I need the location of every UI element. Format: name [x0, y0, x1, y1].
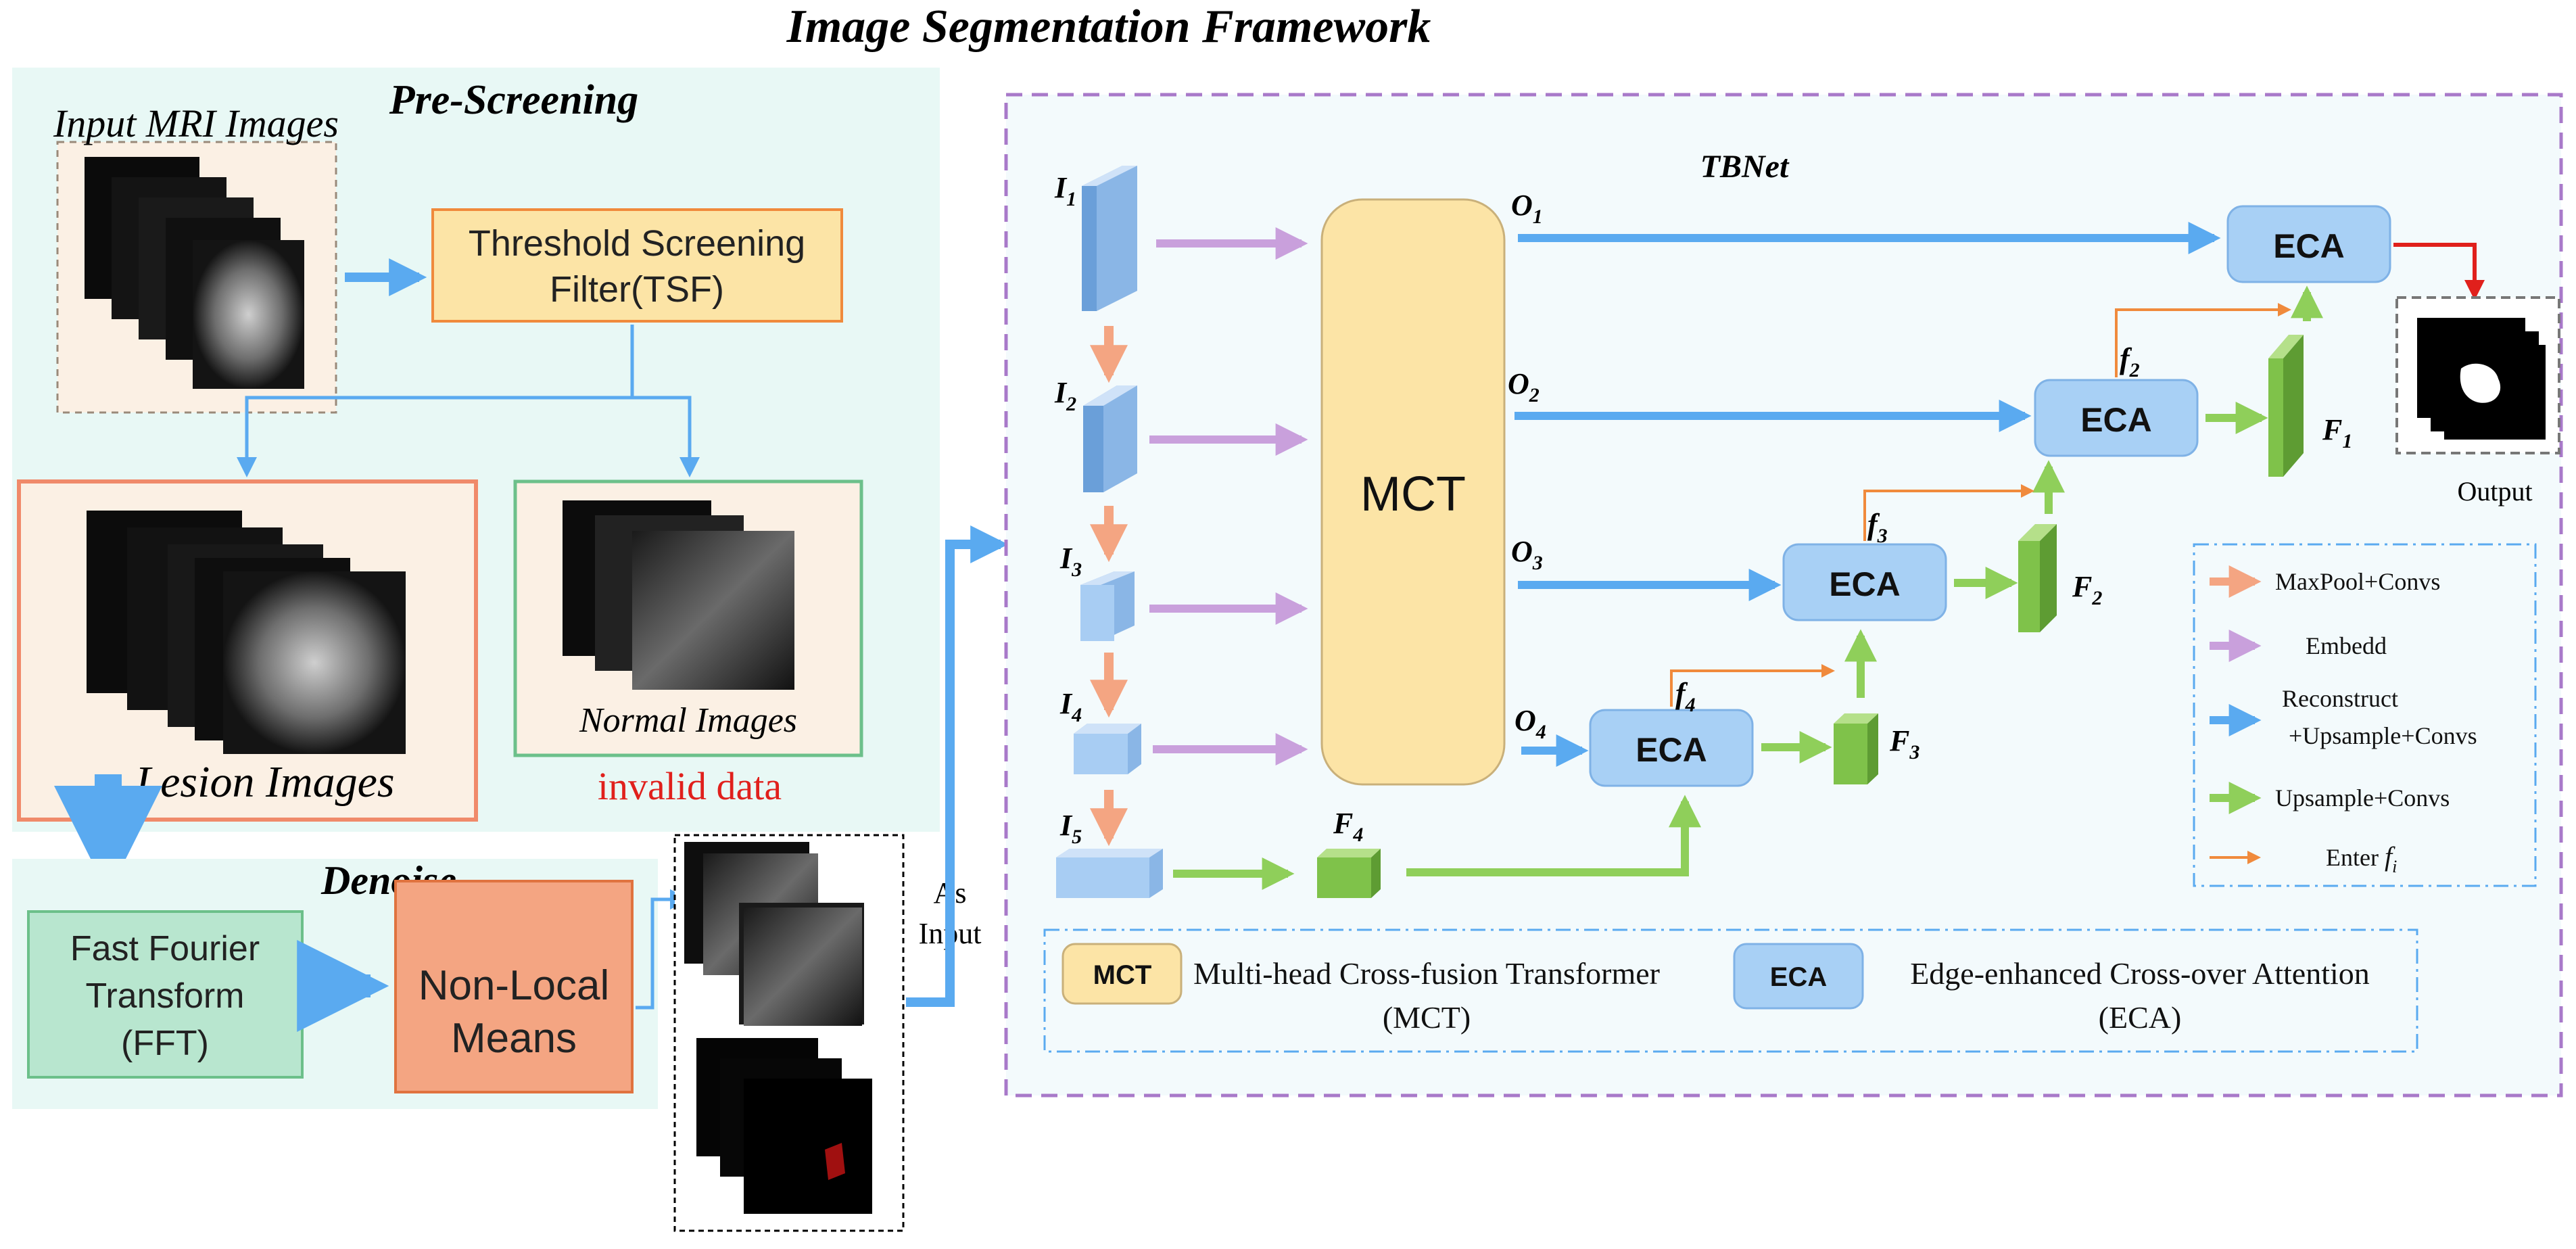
input-label-5: I5	[1059, 809, 1082, 848]
feature-label-f3: F3	[1889, 724, 1919, 763]
tbnet-heading: TBNet	[1700, 149, 1790, 185]
svg-text:ECA: ECA	[1636, 731, 1707, 769]
key-eca-text: ECA	[1770, 962, 1827, 992]
output-arrow-red	[2393, 243, 2485, 300]
small-f-label-2: f2	[2120, 342, 2140, 381]
small-f-label-3: f3	[1867, 508, 1888, 547]
input-label-2: I2	[1054, 376, 1076, 415]
input-images-label: Input MRI Images	[53, 101, 339, 145]
feature-cube-f3	[1834, 713, 1878, 784]
key-mct-text: MCT	[1093, 960, 1152, 990]
input-label-3: I3	[1059, 542, 1082, 581]
legend-label-upsample: Upsample+Convs	[2275, 784, 2450, 811]
key-eca-desc-1: Edge-enhanced Cross-over Attention	[1910, 956, 2370, 991]
tbnet-panel: TBNet MCT I1	[1004, 93, 2563, 1098]
tsf-box	[431, 208, 843, 323]
mct-block	[1320, 198, 1506, 786]
feature-label-f2: F2	[2072, 570, 2102, 609]
key-mct-desc-1: Multi-head Cross-fusion Transformer	[1193, 956, 1660, 991]
arrow-tsf-to-normal	[632, 396, 700, 477]
input-label-1: I1	[1054, 171, 1076, 210]
svg-text:ECA: ECA	[1829, 565, 1901, 603]
prescreen-panel: Pre-Screening Input MRI Images Threshold…	[12, 68, 940, 894]
prescreen-heading: Pre-Screening	[389, 77, 639, 123]
dataset-box	[673, 834, 905, 1232]
normal-mri-stack	[563, 500, 794, 690]
key-mct-desc-2: (MCT)	[1383, 1000, 1471, 1035]
arrow-dataset-to-tbnet	[906, 525, 1009, 1007]
legend-label-maxpool: MaxPool+Convs	[2275, 568, 2440, 595]
fft-line3: (FFT)	[121, 1024, 209, 1063]
legend-label-reconstruct-1: Reconstruct	[2282, 685, 2398, 712]
fft-box	[27, 910, 304, 1079]
legend-label-reconstruct-2: +Upsample+Convs	[2289, 722, 2477, 749]
key-eca-desc-2: (ECA)	[2099, 1000, 2182, 1035]
fft-line2: Transform	[86, 976, 245, 1016]
mct-label: MCT	[1360, 467, 1466, 521]
encoder-cube-4	[1074, 724, 1141, 774]
eca-block-4: ECA	[1589, 709, 1754, 787]
nlm-line2: Means	[451, 1015, 577, 1062]
feature-cube-f1	[2268, 335, 2304, 477]
enter-arrow-f4	[1670, 664, 1835, 707]
legend-label-embed: Embedd	[2306, 632, 2387, 659]
key-box: MCT Multi-head Cross-fusion Transformer …	[1043, 928, 2418, 1053]
denoise-panel: Denoise Fast Fourier Transform (FFT) Non…	[12, 858, 690, 1109]
encoder-cube-5	[1056, 849, 1163, 898]
output-label-o1: O1	[1511, 189, 1543, 228]
nlm-box	[394, 880, 634, 1093]
lesion-images-label: Lesion Images	[135, 757, 394, 807]
key-eca-swatch	[1733, 943, 1864, 1010]
enter-arrow-f2	[2115, 303, 2291, 377]
output-label-o3: O3	[1511, 535, 1543, 574]
svg-text:ECA: ECA	[2273, 227, 2345, 265]
output-label: Output	[2457, 476, 2532, 506]
output-label-o2: O2	[1508, 367, 1540, 406]
encoder-cube-2	[1083, 385, 1137, 492]
invalid-data-label: invalid data	[598, 764, 782, 808]
legend: MaxPool+Convs Embedd Reconstruct +Upsamp…	[2193, 543, 2537, 887]
encoder-cube-1	[1082, 166, 1137, 311]
enter-arrow-f3	[1863, 484, 2034, 541]
fft-line1: Fast Fourier	[70, 929, 260, 968]
lesion-mri-stack	[87, 511, 406, 754]
diagram-title: Image Segmentation Framework	[786, 1, 1431, 53]
eca-block-1: ECA	[2226, 205, 2391, 283]
input-mri-stack	[85, 157, 304, 389]
tsf-line1: Threshold Screening	[469, 223, 805, 264]
key-mct-swatch	[1062, 943, 1183, 1005]
svg-text:ECA: ECA	[2080, 401, 2152, 439]
output-mask	[2395, 296, 2560, 454]
arrow-nlm-to-dataset	[636, 889, 690, 1010]
eca-block-3: ECA	[1782, 543, 1947, 621]
feature-cube-f4	[1317, 849, 1381, 898]
upsample-arrow-f4-eca4	[1406, 795, 1701, 876]
feature-cube-f2	[2018, 524, 2057, 632]
tsf-line2: Filter(TSF)	[550, 269, 724, 310]
nlm-line1: Non-Local	[419, 962, 610, 1009]
feature-label-f1: F1	[2322, 413, 2352, 452]
arrow-tsf-split	[237, 325, 634, 477]
input-label-4: I4	[1059, 687, 1082, 726]
output-label-o4: O4	[1514, 704, 1546, 743]
eca-block-2: ECA	[2034, 379, 2199, 457]
small-f-label-4: f4	[1675, 677, 1696, 716]
feature-label-f4: F4	[1333, 807, 1363, 846]
encoder-cube-3	[1080, 571, 1135, 641]
normal-images-label: Normal Images	[579, 701, 797, 740]
